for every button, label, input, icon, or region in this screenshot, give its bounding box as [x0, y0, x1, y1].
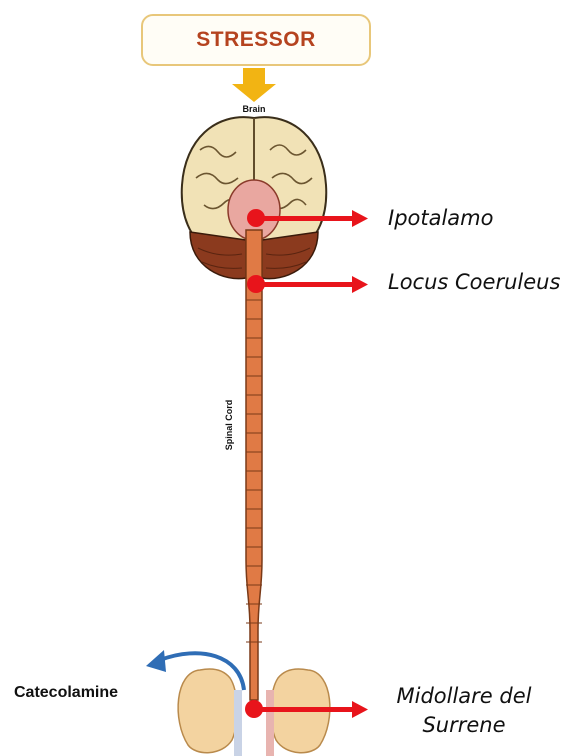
stressor-arrow — [232, 68, 276, 102]
label-locus-coeruleus: Locus Coeruleus — [388, 270, 560, 294]
label-catecolamine: Catecolamine — [14, 684, 118, 702]
label-ipotalamo: Ipotalamo — [388, 206, 493, 230]
stressor-box: STRESSOR — [141, 14, 371, 66]
spinal-cord-label: Spinal Cord — [224, 400, 234, 451]
label-midollare-line2: Surrene — [374, 711, 554, 740]
spinal-cord — [246, 230, 262, 700]
brain-label: Brain — [242, 104, 265, 114]
stressor-label: STRESSOR — [196, 28, 316, 52]
label-midollare-line1: Midollare del — [374, 682, 554, 711]
label-midollare: Midollare del Surrene — [374, 682, 554, 740]
